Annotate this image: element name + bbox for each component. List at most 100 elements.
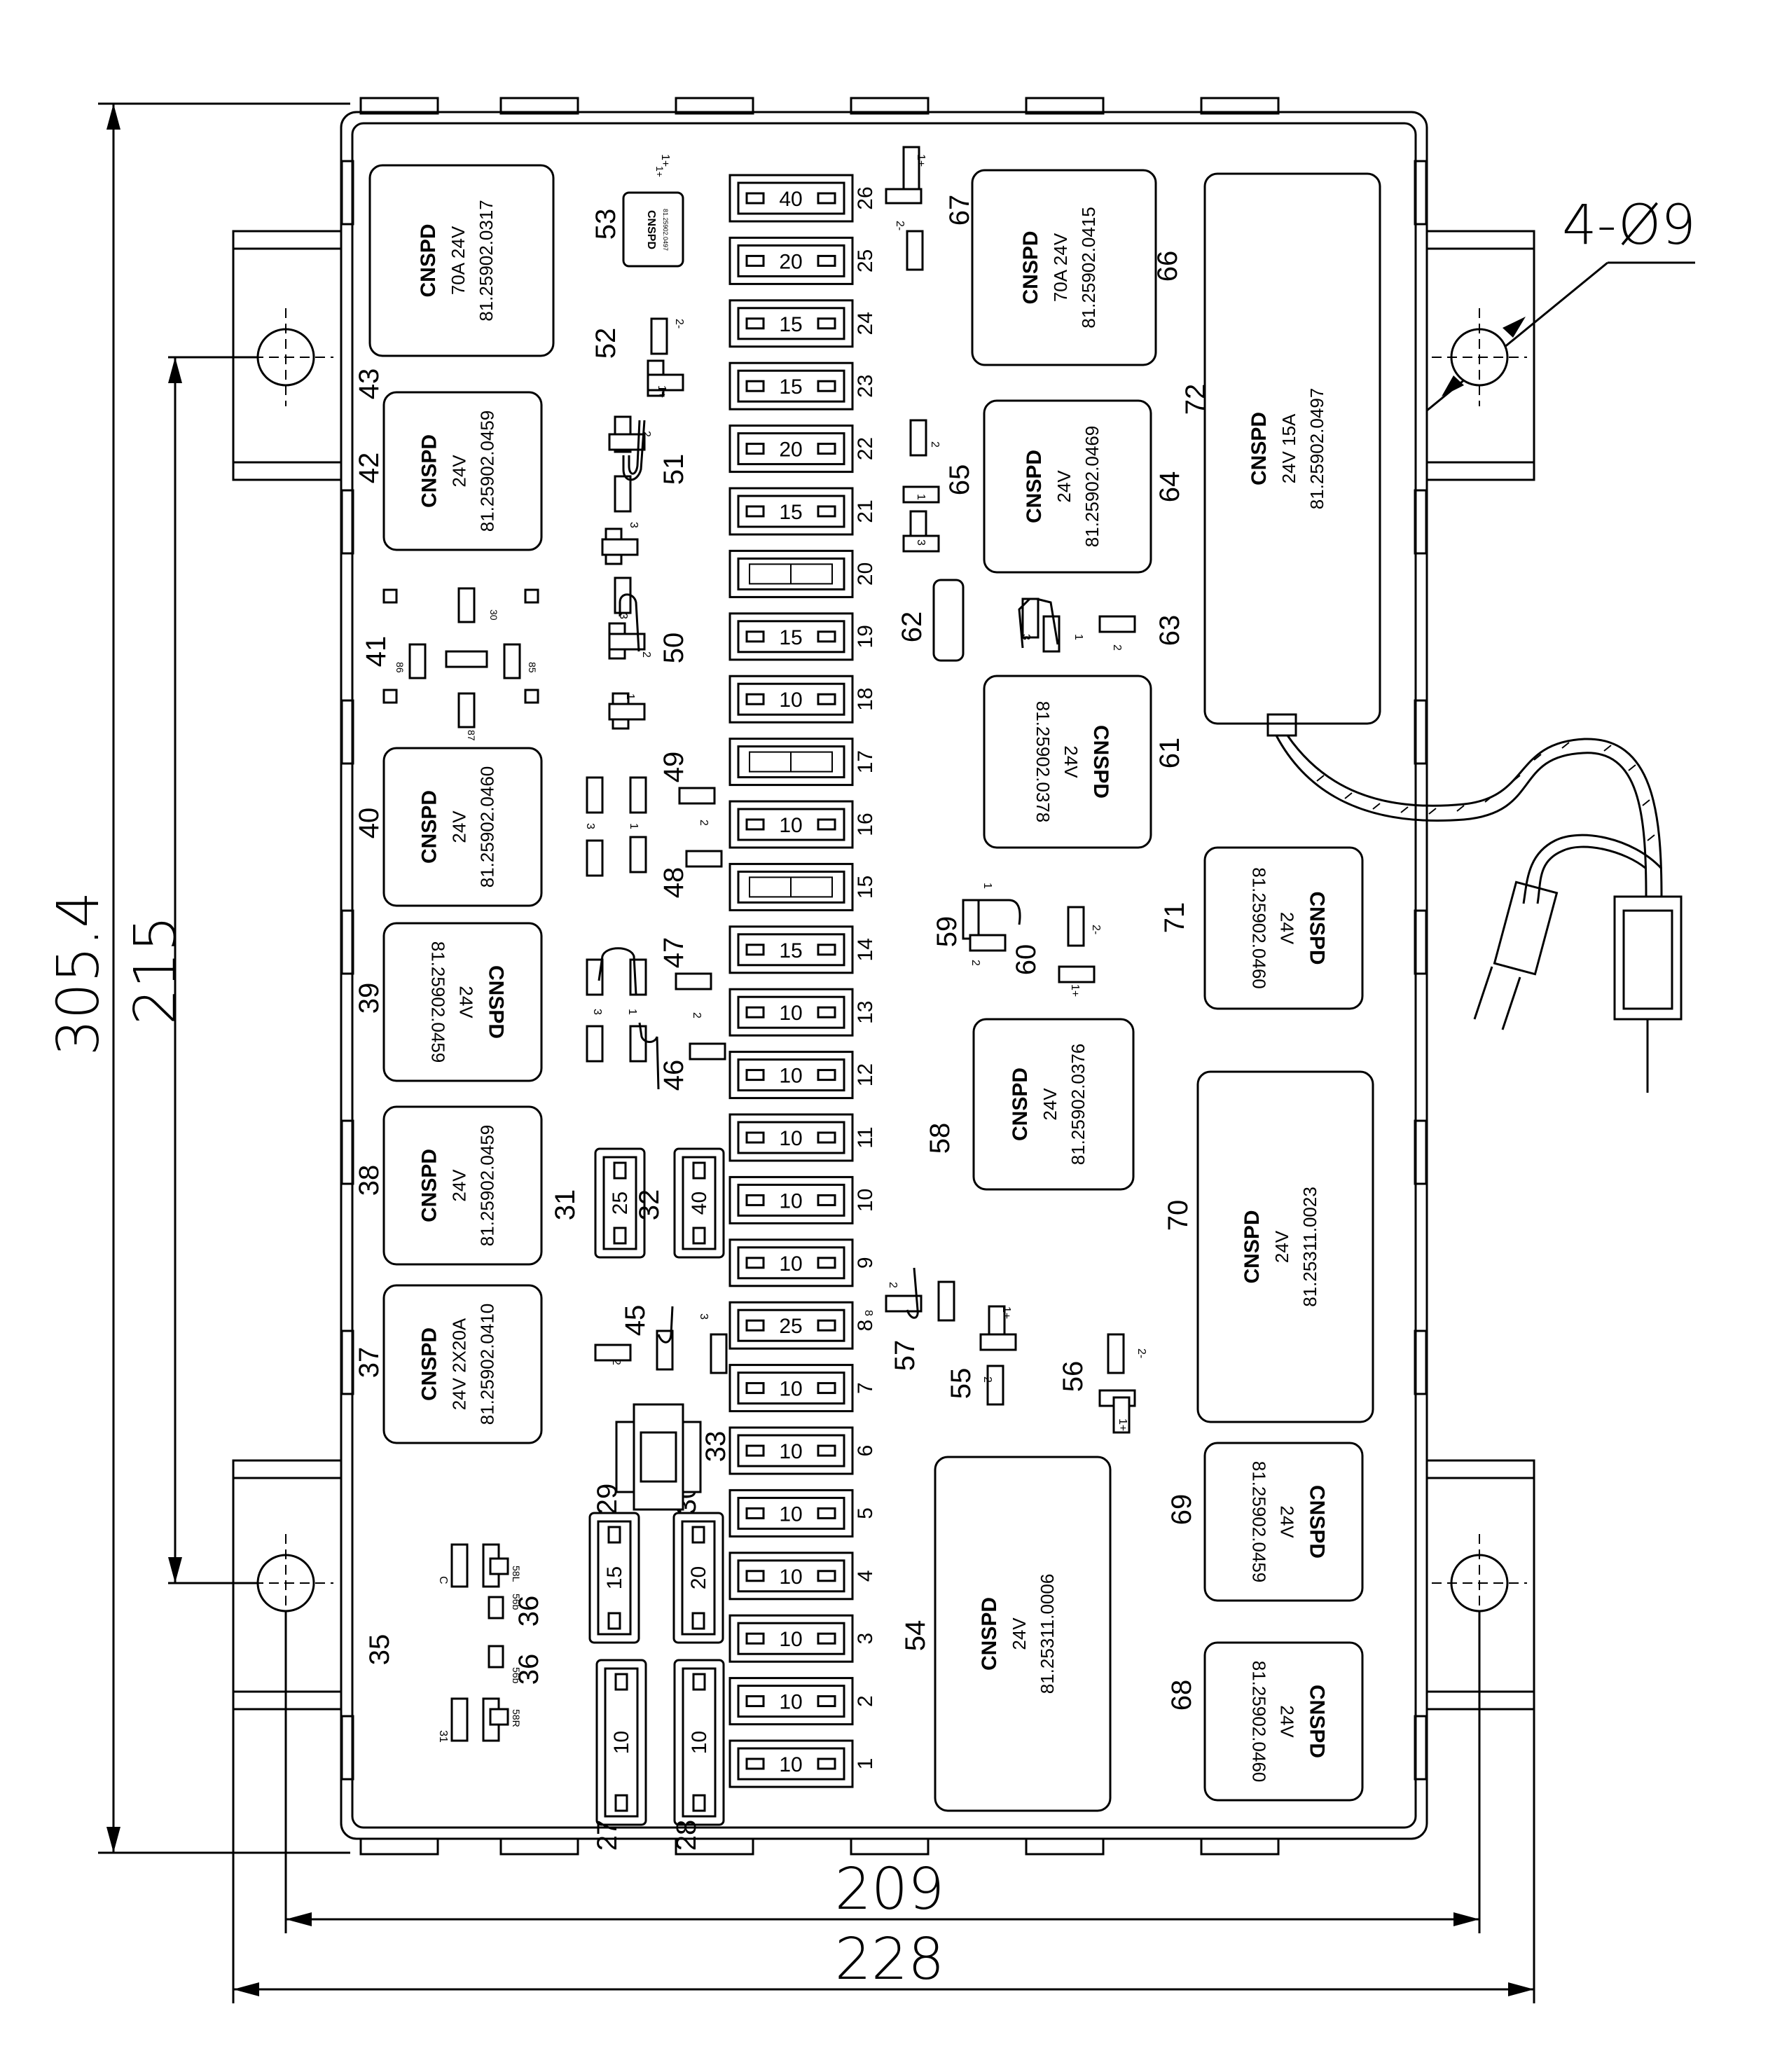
pin-label: 2: [610, 1359, 622, 1365]
relay-brand: CNSPD: [1019, 230, 1042, 304]
pin-label: 2: [887, 1282, 899, 1288]
fuse-body: [737, 995, 845, 1029]
fuse-body: [737, 1559, 845, 1593]
maxi-fuse-body: [682, 1667, 717, 1818]
fuse-rating: 10: [779, 1252, 802, 1276]
fuse-position: 15: [854, 876, 877, 899]
fuse-position: 23: [854, 375, 877, 398]
maxi-fuse-rating: 10: [610, 1731, 633, 1754]
relay-part-number: 81.25902.0459: [477, 410, 498, 532]
relay-rating: 24V: [1271, 1230, 1292, 1263]
fuse-body: [737, 1496, 845, 1530]
relay-position: 61: [1154, 738, 1185, 769]
terminal-socket: [962, 899, 980, 940]
relay-rating: 24V: [1040, 1088, 1061, 1121]
fuse-position: 11: [854, 1126, 877, 1148]
relay-brand: CNSPD: [1241, 1210, 1264, 1283]
pin-label: 1+: [1117, 1418, 1128, 1431]
pin-label: 2: [640, 431, 652, 437]
pin-label: 1: [628, 823, 640, 829]
relay-body: [1203, 1442, 1364, 1602]
fuse-15: 15: [728, 862, 877, 911]
fuse-rating: 10: [779, 689, 802, 712]
relay-rating: 24V 2X20A: [449, 1318, 470, 1410]
pin-label: 1+: [915, 154, 927, 167]
fuse-body: [737, 1058, 845, 1092]
fuse-blade: [817, 317, 836, 330]
fuse-position: 17: [854, 750, 877, 773]
maxi-fuse-body: [602, 1156, 637, 1250]
fuse-rating: 10: [779, 1566, 802, 1589]
relay-body: [382, 922, 543, 1082]
fuse-blade: [817, 192, 836, 205]
fuse-body: [737, 620, 845, 654]
terminal-socket: [979, 1333, 1017, 1351]
terminal-socket: [909, 419, 927, 457]
relay-body: [382, 1284, 543, 1444]
relay-body: [382, 1105, 543, 1266]
relay-part-number: 81.25902.0460: [477, 766, 498, 888]
fuse-blade: [817, 1632, 836, 1645]
pos-65: 65: [944, 464, 975, 496]
fuse-body: [737, 1183, 845, 1217]
fuse-blade: [817, 630, 836, 643]
relay-part-number: 81.25902.0378: [1032, 701, 1054, 823]
dim-width-mount: 209: [835, 1856, 945, 1923]
pin-label: 2: [698, 820, 710, 826]
pos-50: 50: [658, 633, 689, 664]
relay-rating: 70A 24V: [448, 226, 469, 295]
relay-position: 71: [1159, 902, 1190, 934]
fuse-blade: [817, 1257, 836, 1269]
maxi-fuse-blade: [613, 1161, 627, 1180]
fuse-position: 24: [854, 312, 877, 335]
fuse-blade: [745, 1006, 765, 1018]
fuse-position: 26: [854, 186, 877, 209]
maxi-fuse-slot: [588, 1512, 640, 1644]
fuse-rating: 15: [779, 501, 802, 524]
maxi-fuse-body: [604, 1667, 639, 1818]
fuse-position: 13: [854, 1001, 877, 1024]
fuse-blade: [745, 693, 765, 705]
dimension-arrows: [106, 104, 1534, 1996]
fuse-rating: 10: [779, 1753, 802, 1776]
pin-label: 2: [969, 960, 981, 966]
fuse-rating: 40: [779, 188, 802, 211]
maxi-fuse-slot: [673, 1147, 725, 1259]
fuse-body: [737, 682, 845, 716]
pin-label: 2: [691, 1012, 703, 1018]
relay-part-number: 81.25902.0376: [1068, 1044, 1089, 1166]
fuse-body: [737, 1685, 845, 1718]
pin-label: 1: [626, 1009, 638, 1015]
dim-height-mount: 215: [123, 916, 189, 1025]
relay-body: [382, 391, 543, 551]
maxi-fuse-blade: [692, 1673, 706, 1691]
pin-label: 3: [584, 823, 596, 829]
terminal-socket: [689, 1042, 726, 1061]
maxi-fuse-blade: [607, 1526, 621, 1544]
pos-67: 67: [944, 195, 975, 226]
pin-label: 56b: [511, 1594, 522, 1610]
fuse-blade: [745, 192, 765, 205]
fuse-blade: [817, 944, 836, 956]
relay-part-number: 81.25902.0460: [1249, 1661, 1270, 1783]
maxi-fuse-slot: [594, 1147, 646, 1259]
fuse-position: 7: [854, 1382, 877, 1394]
component-62: [932, 579, 965, 662]
fuse-rating: 10: [779, 1127, 802, 1150]
relay-brand: CNSPD: [418, 1327, 441, 1401]
relay-position: 68: [1166, 1680, 1197, 1711]
fuse-blade: [745, 443, 765, 455]
relay-rating: 24V: [1277, 1505, 1298, 1538]
relay-rating: 24V: [1054, 470, 1075, 503]
